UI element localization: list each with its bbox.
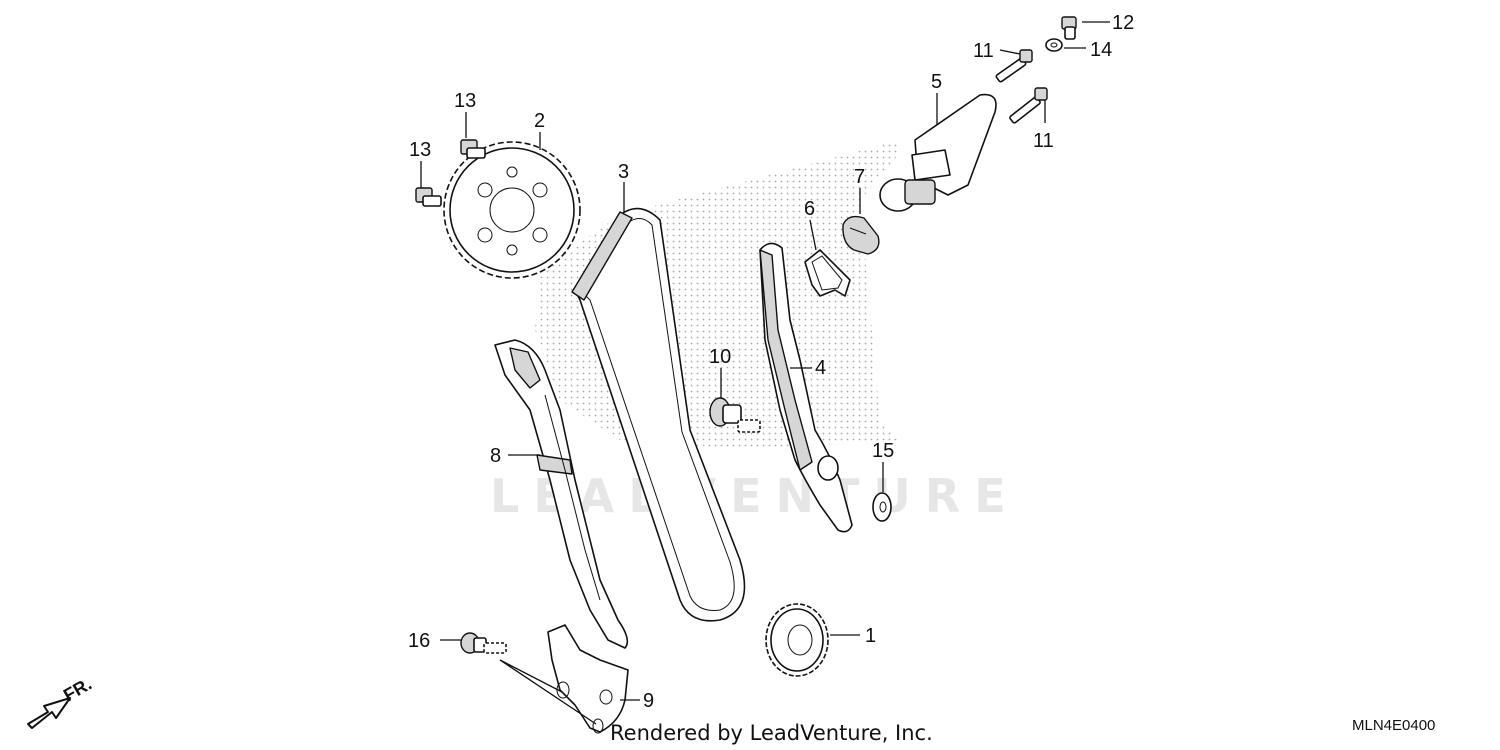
washer-15[interactable]: [872, 492, 892, 522]
callout-4[interactable]: 4: [815, 357, 826, 379]
pivot-bolt[interactable]: [709, 397, 761, 433]
front-direction-arrow-icon: FR.: [27, 674, 95, 729]
callout-2[interactable]: 2: [534, 110, 545, 132]
callout-9[interactable]: 9: [643, 690, 654, 712]
tensioner-seal[interactable]: [842, 215, 880, 255]
callout-11-lower[interactable]: 11: [1033, 130, 1054, 152]
chain-guide[interactable]: [494, 339, 629, 649]
tensioner-lifter[interactable]: [879, 93, 997, 212]
callout-10[interactable]: 10: [709, 346, 731, 368]
crank-sprocket[interactable]: [765, 603, 829, 677]
callout-13-lower[interactable]: 13: [409, 139, 431, 161]
footer-credit: Rendered by LeadVenture, Inc.: [610, 721, 933, 745]
callout-16[interactable]: 16: [408, 630, 430, 652]
bolt-16[interactable]: [460, 632, 507, 654]
callout-6[interactable]: 6: [804, 198, 815, 220]
callout-15[interactable]: 15: [872, 440, 894, 462]
bolt-11-lower[interactable]: [1009, 87, 1048, 124]
callout-5[interactable]: 5: [931, 71, 942, 93]
callouts: 1 2 3 4 5 6 7 8 9 10 11 11 12 13 13 14 1…: [408, 12, 1134, 712]
bolt-12[interactable]: [1061, 16, 1077, 40]
callout-11-upper[interactable]: 11: [973, 40, 994, 62]
callout-13-upper[interactable]: 13: [454, 90, 476, 112]
callout-14[interactable]: 14: [1090, 39, 1112, 61]
diagram-code: MLN4E0400: [1352, 717, 1435, 734]
bolt-13-lower[interactable]: [415, 187, 442, 207]
bolt-13-upper[interactable]: [460, 139, 486, 159]
cam-chain[interactable]: [571, 207, 746, 622]
bolt-11-upper[interactable]: [995, 49, 1033, 83]
callout-8[interactable]: 8: [490, 445, 501, 467]
callout-1[interactable]: 1: [865, 625, 876, 647]
callout-7[interactable]: 7: [854, 166, 865, 188]
leader-lines: [420, 21, 1110, 725]
cam-sprocket[interactable]: [443, 141, 581, 279]
callout-3[interactable]: 3: [618, 161, 629, 183]
tensioner-arm[interactable]: [759, 242, 853, 533]
tensioner-gasket[interactable]: [804, 249, 851, 297]
washer-14[interactable]: [1045, 38, 1063, 52]
callout-12[interactable]: 12: [1112, 12, 1134, 34]
